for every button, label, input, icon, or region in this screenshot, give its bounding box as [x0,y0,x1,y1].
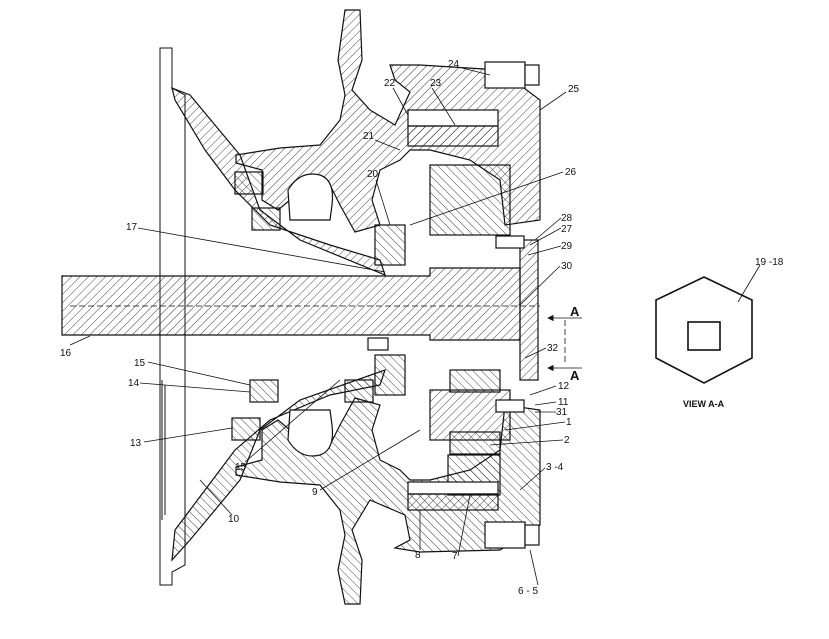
label-20: 20 [367,169,379,180]
input-shaft [61,267,540,341]
label-17: 17 [126,222,138,233]
label-8: 8 [415,550,421,561]
label-14: 14 [128,378,140,389]
label-2: 2 [564,435,570,446]
bearings [231,171,501,455]
label-16: 16 [60,348,72,359]
label-24: 24 [448,59,460,70]
part-labels: 24 25 22 23 21 26 20 17 28 27 29 30 16 3… [60,59,580,597]
section-mark-upper: A [570,304,580,319]
label-19-18: 19 -18 [755,257,784,268]
label-10: 10 [228,514,240,525]
view-a-a: 19 -18 VIEW A-A [655,257,784,409]
label-11: 11 [558,397,569,408]
label-25: 25 [568,84,580,95]
view-title: VIEW A-A [683,399,725,409]
section-marks: A A [547,304,582,383]
label-31: 31 [556,407,568,418]
label-9: 9 [312,487,318,498]
housing-upper [235,9,541,236]
label-27: 27 [561,224,573,235]
label-1: 1 [566,417,572,428]
label-12: 12 [558,381,570,392]
label-13: 13 [130,438,142,449]
housing-lower [235,389,541,605]
label-23: 23 [430,78,442,89]
label-3-4: 3 -4 [546,462,564,473]
leader-lines [69,67,567,586]
label-7: 7 [452,551,458,562]
end-cover [367,61,540,549]
label-30: 30 [561,261,573,272]
label-26: 26 [565,167,577,178]
label-32: 32 [547,343,559,354]
label-15-upper: 15 [134,358,146,369]
label-29: 29 [561,241,573,252]
label-21: 21 [363,131,375,142]
label-28: 28 [561,213,573,224]
label-6-5: 6 - 5 [518,586,538,597]
section-mark-lower: A [570,368,580,383]
label-15-lower: 15 [235,462,247,473]
label-22: 22 [384,78,396,89]
